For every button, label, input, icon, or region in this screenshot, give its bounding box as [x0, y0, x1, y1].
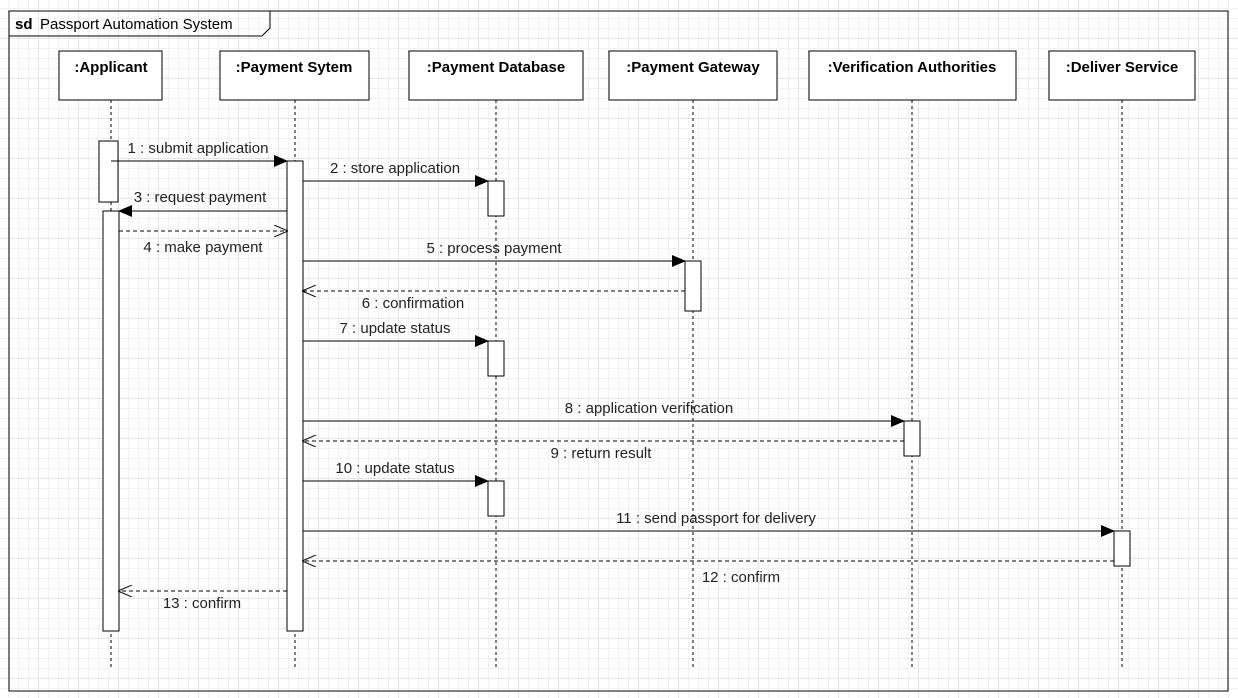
lifeline-payment-database-label: :Payment Database: [427, 59, 565, 76]
lifeline-payment-system: :Payment Sytem: [219, 50, 370, 668]
lifeline-applicant-box: [58, 50, 163, 101]
activation-verification-authorities: [903, 420, 921, 457]
lifeline-payment-database: :Payment Database: [408, 50, 584, 668]
message-5-label: 5 : process payment: [426, 240, 562, 257]
message-11-label: 11 : send passport for delivery: [616, 510, 816, 527]
message-11: 11 : send passport for delivery: [303, 510, 1115, 537]
lifeline-payment-system-label: :Payment Sytem: [236, 59, 353, 76]
activation-payment-database-2: [487, 340, 505, 377]
message-2: 2 : store application: [303, 160, 489, 187]
message-9-label: 9 : return result: [551, 445, 653, 462]
message-4: 4 : make payment: [119, 231, 287, 256]
lifeline-payment-gateway: :Payment Gateway: [608, 50, 778, 668]
lifeline-deliver-service-label: :Deliver Service: [1066, 59, 1179, 76]
message-7-label: 7 : update status: [340, 320, 451, 337]
message-5: 5 : process payment: [303, 240, 686, 267]
lifeline-deliver-service: :Deliver Service: [1048, 50, 1196, 668]
message-9: 9 : return result: [303, 441, 904, 462]
activation-payment-database-3: [487, 480, 505, 517]
message-10: 10 : update status: [303, 460, 489, 487]
message-6: 6 : confirmation: [303, 291, 685, 312]
activation-payment-system: [286, 160, 304, 632]
activation-deliver-service: [1113, 530, 1131, 567]
lifeline-applicant-label: :Applicant: [74, 59, 147, 76]
message-12: 12 : confirm: [303, 561, 1114, 586]
message-13-label: 13 : confirm: [163, 595, 241, 612]
activation-applicant-1: [98, 140, 119, 203]
message-2-label: 2 : store application: [330, 160, 460, 177]
message-13: 13 : confirm: [119, 591, 287, 612]
sd-frame: [8, 10, 1229, 692]
lifeline-verification-authorities-label: :Verification Authorities: [828, 59, 997, 76]
lifeline-payment-database-box: [408, 50, 584, 101]
message-10-label: 10 : update status: [335, 460, 454, 477]
message-4-label: 4 : make payment: [143, 239, 263, 256]
message-3: 3 : request payment: [118, 189, 287, 217]
message-12-label: 12 : confirm: [702, 569, 780, 586]
lifeline-verification-authorities-box: [808, 50, 1017, 101]
message-1-label: 1 : submit application: [128, 140, 269, 157]
message-3-label: 3 : request payment: [134, 189, 267, 206]
activation-applicant-2: [102, 210, 120, 632]
message-1: 1 : submit application: [111, 140, 288, 167]
message-8-label: 8 : application verification: [565, 400, 733, 417]
activation-payment-database-1: [487, 180, 505, 217]
lifeline-payment-system-box: [219, 50, 370, 101]
sd-frame-tab: [9, 11, 271, 37]
frame-title: Passport Automation System: [40, 16, 233, 33]
message-7: 7 : update status: [303, 320, 489, 347]
lifeline-payment-gateway-label: :Payment Gateway: [626, 59, 760, 76]
lifeline-payment-gateway-box: [608, 50, 778, 101]
lifeline-verification-authorities: :Verification Authorities: [808, 50, 1017, 668]
activation-payment-gateway: [684, 260, 702, 312]
lifeline-deliver-service-box: [1048, 50, 1196, 101]
message-8: 8 : application verification: [303, 400, 905, 427]
frame-keyword: sd: [15, 16, 33, 33]
message-6-label: 6 : confirmation: [362, 295, 465, 312]
